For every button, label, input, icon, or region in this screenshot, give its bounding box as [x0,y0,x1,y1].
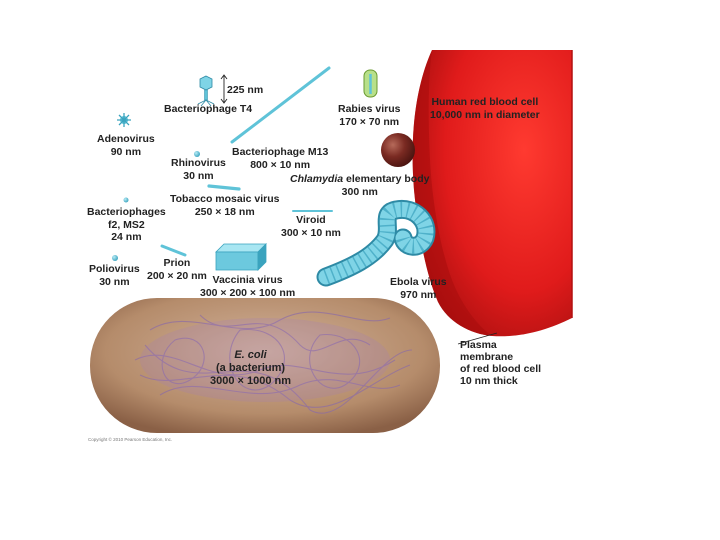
tobacco-mosaic-virus [207,184,241,191]
rabies-virus [363,69,378,98]
label-bacteriophages-f2: Bacteriophages f2, MS2 24 nm [87,206,166,244]
label-plasma-line4: 10 nm thick [460,375,518,387]
label-ebola-name: Ebola virus [390,276,447,288]
bacteriophage-m13 [230,66,331,144]
copyright-notice: Copyright © 2010 Pearson Education, Inc. [88,437,173,442]
label-adenovirus-name: Adenovirus [97,133,155,145]
plasma-membrane-pointer [457,332,498,345]
rhinovirus [194,151,200,157]
label-plasma-line2: membrane [460,351,514,363]
chlamydia-elementary-body [381,133,415,167]
label-viroid-name: Viroid [296,214,326,226]
label-ecoli-size: 3000 × 1000 nm [210,375,292,387]
label-tobacco-mosaic-size: 250 × 18 nm [194,205,255,218]
label-prion-size: 200 × 20 nm [147,269,207,282]
poliovirus [112,255,118,261]
label-plasma-line1: Plasma [460,339,497,351]
label-rabies-virus: Rabies virus 170 × 70 nm [338,103,400,128]
label-ecoli-desc: (a bacterium) [215,362,286,374]
label-bacteriophage-t4: Bacteriophage T4 [164,103,253,115]
label-plasma-membrane: Plasma membrane of red blood cell 10 nm … [460,339,541,387]
label-viroid-size: 300 × 10 nm [281,226,341,239]
label-bacteriophages-f2-name: Bacteriophages [87,206,166,218]
label-vaccinia-virus: Vaccinia virus 300 × 200 × 100 nm [200,274,295,299]
label-rbc-size: 10,000 nm in diameter [430,108,540,121]
label-bacteriophage-m13-size: 800 × 10 nm [250,158,311,171]
label-bacteriophage-m13: Bacteriophage M13 800 × 10 nm [232,146,328,171]
label-poliovirus-size: 30 nm [99,275,130,288]
label-bacteriophage-t4-size: 225 nm [227,84,264,96]
prion [160,244,187,257]
label-poliovirus-name: Poliovirus [89,263,140,275]
label-prion-name: Prion [163,257,191,269]
label-bacteriophage-m13-name: Bacteriophage M13 [232,146,329,158]
label-rabies-name: Rabies virus [338,103,401,115]
label-tobacco-mosaic-name: Tobacco mosaic virus [170,193,280,205]
label-vaccinia-size: 300 × 200 × 100 nm [200,286,296,299]
red-blood-cell [412,50,573,337]
label-adenovirus-size: 90 nm [110,145,142,158]
label-red-blood-cell: Human red blood cell 10,000 nm in diamet… [430,96,540,121]
label-bacteriophages-f2-size: 24 nm [111,231,142,243]
label-bacteriophages-f2-name2: f2, MS2 [108,218,145,231]
label-chlamydia-line1: Chlamydia elementary body [290,173,429,186]
label-chlamydia: Chlamydia elementary body 300 nm [290,173,429,198]
label-prion: Prion 200 × 20 nm [147,257,207,282]
label-plasma-line3: of red blood cell [460,363,542,375]
label-ecoli: E. coli (a bacterium) 3000 × 1000 nm [210,349,291,388]
label-ebola-size: 970 nm [400,288,437,301]
label-rbc-name: Human red blood cell [431,96,539,108]
adenovirus [117,113,131,127]
label-poliovirus: Poliovirus 30 nm [89,263,140,288]
label-chlamydia-name: Chlamydia [290,173,344,185]
label-ebola-virus: Ebola virus 970 nm [390,276,447,301]
label-ecoli-name: E. coli [234,349,267,361]
label-vaccinia-name: Vaccinia virus [212,274,283,286]
label-chlamydia-rest: elementary body [346,173,430,185]
ebola-virus [316,199,436,287]
label-rabies-size: 170 × 70 nm [339,115,400,128]
label-rhinovirus-name: Rhinovirus [171,157,226,169]
bacteriophage-t4 [197,74,228,107]
bacteriophages-f2 [123,197,129,203]
label-chlamydia-size: 300 nm [341,185,378,198]
ecoli-bacterium [90,298,440,433]
label-rhinovirus: Rhinovirus 30 nm [171,157,226,182]
label-tobacco-mosaic-virus: Tobacco mosaic virus 250 × 18 nm [170,193,280,218]
vaccinia-virus [215,243,267,271]
label-rhinovirus-size: 30 nm [183,169,214,182]
label-adenovirus: Adenovirus 90 nm [97,133,155,158]
label-viroid: Viroid 300 × 10 nm [281,214,341,239]
